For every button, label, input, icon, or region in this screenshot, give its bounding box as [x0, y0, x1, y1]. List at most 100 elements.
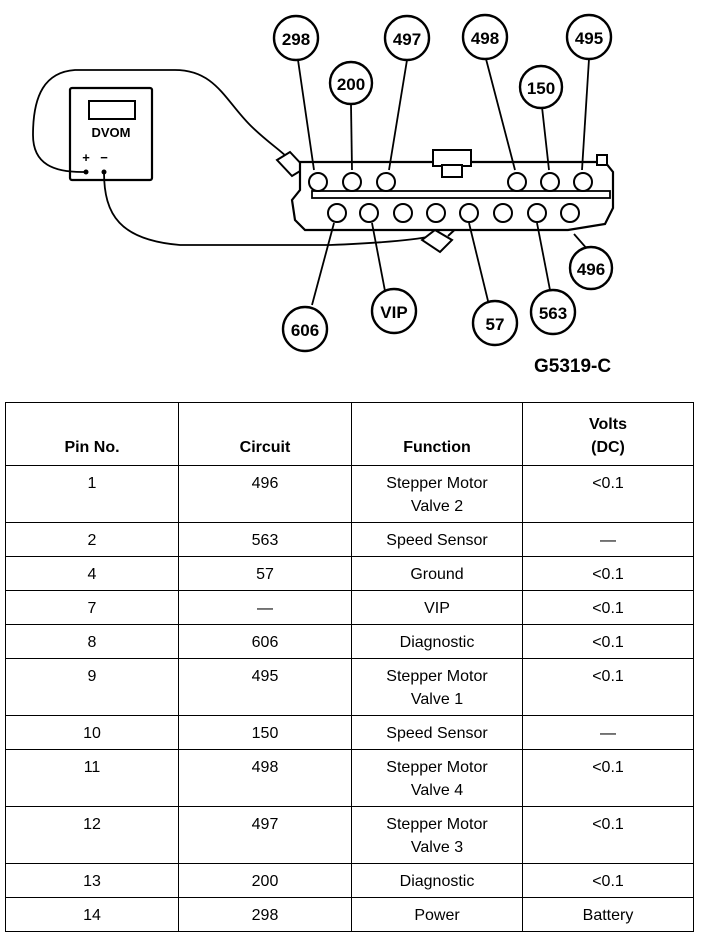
cell-pin: 13 [5, 863, 179, 898]
svg-text:150: 150 [527, 79, 555, 98]
cell-volts: <0.1 [522, 658, 694, 716]
cell-function: VIP [351, 590, 523, 625]
cell-pin: 2 [5, 522, 179, 557]
table-header-row: Pin No. Circuit Function Volts (DC) [5, 402, 694, 466]
cell-pin: 14 [5, 897, 179, 932]
leader-lines [297, 58, 590, 306]
svg-text:200: 200 [337, 75, 365, 94]
cell-circuit: 495 [178, 658, 352, 716]
cell-circuit: 298 [178, 897, 352, 932]
cell-function: Speed Sensor [351, 522, 523, 557]
callout-495: 495 [565, 13, 613, 61]
callout-298: 298 [272, 14, 320, 62]
callout-496: 496 [568, 245, 614, 291]
dvom-minus: − [100, 150, 108, 165]
cell-function: Speed Sensor [351, 715, 523, 750]
cell-volts: — [522, 522, 694, 557]
svg-text:606: 606 [291, 321, 319, 340]
cell-circuit: 606 [178, 624, 352, 659]
cell-function: Diagnostic [351, 863, 523, 898]
svg-text:495: 495 [575, 29, 603, 48]
cell-function-line: Diagnostic [399, 873, 475, 890]
header-volts-line1: Volts [589, 416, 627, 433]
callout-606: 606 [281, 305, 329, 353]
table-row: 7— VIP <0.1 [5, 590, 694, 625]
cell-circuit: 498 [178, 749, 352, 807]
cell-pin: 7 [5, 590, 179, 625]
cell-function-line: Valve 2 [410, 498, 464, 515]
cell-volts: <0.1 [522, 556, 694, 591]
cell-pin: 11 [5, 749, 179, 807]
cell-pin: 8 [5, 624, 179, 659]
callout-497: 497 [383, 14, 431, 62]
header-function: Function [351, 402, 523, 466]
svg-text:497: 497 [393, 30, 421, 49]
table-row: 2563 Speed Sensor — [5, 522, 694, 557]
callout-57: 57 [471, 299, 519, 347]
cell-circuit: 496 [178, 465, 352, 523]
cell-function-line: Stepper Motor [386, 668, 488, 685]
header-pin: Pin No. [5, 402, 179, 466]
cell-circuit: 57 [178, 556, 352, 591]
cell-function-line: Valve 1 [410, 691, 464, 708]
cell-pin: 1 [5, 465, 179, 523]
table-row: 10150 Speed Sensor — [5, 715, 694, 750]
cell-function-line: Stepper Motor [386, 759, 488, 776]
cell-pin: 4 [5, 556, 179, 591]
cell-volts: <0.1 [522, 863, 694, 898]
cell-volts: <0.1 [522, 590, 694, 625]
test-leads [32, 69, 433, 246]
cell-function: Diagnostic [351, 624, 523, 659]
cell-circuit: — [178, 590, 352, 625]
header-volts-line2: (DC) [591, 439, 625, 456]
cell-pin: 10 [5, 715, 179, 750]
cell-function-line: Valve 4 [410, 782, 464, 799]
cell-volts: <0.1 [522, 624, 694, 659]
cell-function-line: Ground [410, 566, 464, 583]
connector [290, 149, 615, 232]
cell-function-line: VIP [424, 600, 450, 617]
svg-text:498: 498 [471, 29, 499, 48]
cell-function: Power [351, 897, 523, 932]
cell-function: Ground [351, 556, 523, 591]
connector-diagram: DVOM + − [32, 13, 615, 353]
cell-function-line: Speed Sensor [386, 532, 488, 549]
dvom-label: DVOM [92, 125, 131, 140]
header-circuit: Circuit [178, 402, 352, 466]
svg-text:298: 298 [282, 30, 310, 49]
cell-volts: <0.1 [522, 749, 694, 807]
cell-function-line: Stepper Motor [386, 816, 488, 833]
callout-563: 563 [529, 288, 577, 336]
callout-vip: VIP [370, 287, 418, 335]
cell-circuit: 200 [178, 863, 352, 898]
cell-function-line: Valve 3 [410, 839, 464, 856]
cell-pin: 9 [5, 658, 179, 716]
svg-text:57: 57 [486, 315, 505, 334]
cell-function-line: Diagnostic [399, 634, 475, 651]
figure-id: G5319-C [534, 356, 612, 377]
svg-text:496: 496 [577, 260, 605, 279]
cell-circuit: 497 [178, 806, 352, 864]
callout-200: 200 [328, 60, 374, 106]
callout-498: 498 [461, 13, 509, 61]
header-volts: Volts (DC) [522, 402, 694, 466]
cell-circuit: 150 [178, 715, 352, 750]
cell-function-line: Speed Sensor [386, 725, 488, 742]
cell-circuit: 563 [178, 522, 352, 557]
cell-volts: — [522, 715, 694, 750]
cell-volts: Battery [522, 897, 694, 932]
cell-function-line: Power [414, 907, 460, 924]
